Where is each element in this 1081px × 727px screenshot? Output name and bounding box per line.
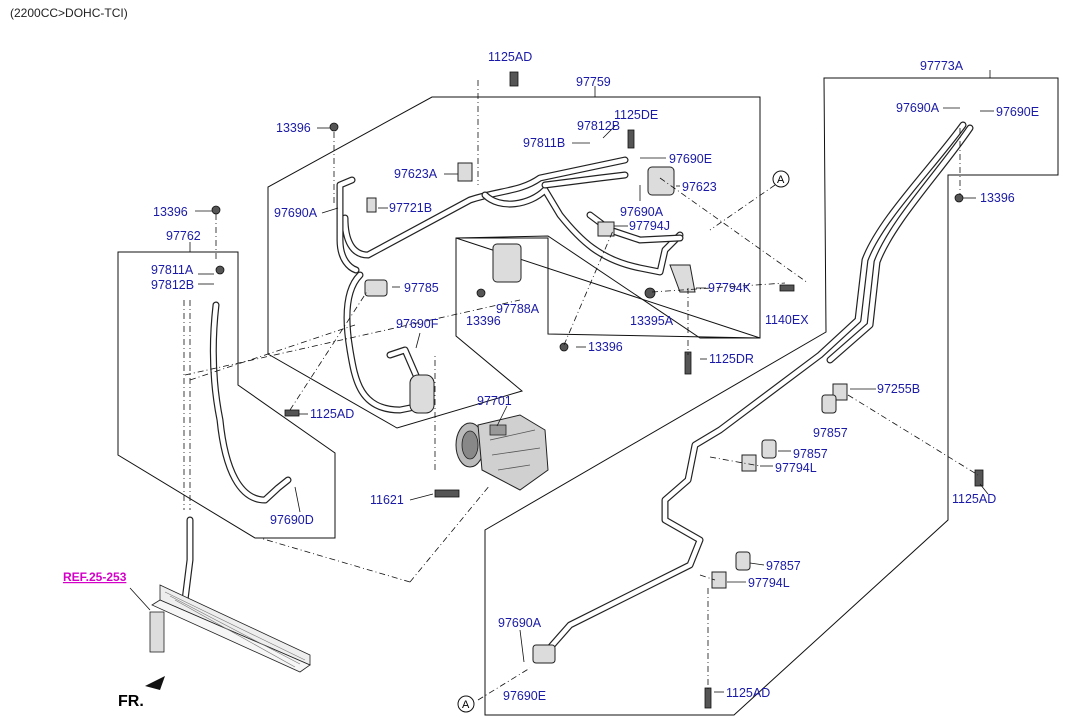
front-arrow-icon	[145, 676, 165, 690]
insulator-97857-c	[735, 551, 751, 571]
label-97690e-b[interactable]: 97690E	[669, 152, 712, 166]
clamp-97623a	[457, 162, 473, 182]
bracket-97794k	[669, 264, 696, 293]
bolt-1125ad-mid	[284, 409, 300, 417]
label-97811b-a[interactable]: 97811B	[523, 136, 565, 150]
fitting-97690a-d	[532, 644, 556, 664]
bolt-1140ex	[779, 284, 795, 292]
label-97690a-c[interactable]: 97690A	[620, 205, 664, 219]
valve-97785	[364, 279, 388, 297]
bolt-1125ad-top	[509, 71, 519, 87]
callout-circle-a-bottom	[457, 695, 475, 713]
bolt-1125ad-right	[974, 469, 984, 487]
label-97794k[interactable]: 97794K	[708, 281, 752, 295]
label-97812b-b[interactable]: 97812B	[151, 278, 194, 292]
label-97794l-b[interactable]: 97794L	[748, 576, 790, 590]
label-1125dr[interactable]: 1125DR	[709, 352, 754, 366]
muffler-97690f	[409, 374, 435, 414]
condenser	[149, 584, 311, 673]
label-1125ad-bot[interactable]: 1125AD	[726, 686, 770, 700]
box-97762	[117, 251, 336, 539]
label-1125ad-mid[interactable]: 1125AD	[310, 407, 354, 421]
label-13396-c[interactable]: 13396	[153, 205, 188, 219]
bracket-97788a	[492, 243, 522, 283]
label-97759[interactable]: 97759	[576, 75, 611, 89]
receiver-drier-97623	[647, 166, 675, 196]
label-1125ad-top[interactable]: 1125AD	[488, 50, 532, 64]
nut-13396-e	[559, 342, 569, 352]
ref-link-25-253[interactable]: REF.25-253	[63, 570, 127, 584]
bolt-1125ad-bot	[704, 687, 712, 709]
leader-lines	[129, 70, 994, 693]
sensor-97721b	[366, 197, 377, 213]
label-1125de[interactable]: 1125DE	[614, 108, 658, 122]
label-97812b-a[interactable]: 97812B	[577, 119, 620, 133]
label-97857-a[interactable]: 97857	[813, 426, 848, 440]
bolt-11621	[434, 489, 460, 498]
callout-a-top: A	[777, 174, 785, 186]
nut-13396-a	[329, 122, 339, 132]
label-97690f[interactable]: 97690F	[396, 317, 439, 331]
insulator-97857-b	[761, 439, 777, 459]
compressor-97701	[455, 414, 549, 491]
label-97788a[interactable]: 97788A	[496, 302, 540, 316]
label-13396-e[interactable]: 13396	[588, 340, 623, 354]
label-97690e-c[interactable]: 97690E	[503, 689, 546, 703]
box-97759	[267, 96, 761, 429]
label-97762[interactable]: 97762	[166, 229, 201, 243]
clamp-97794l-a	[741, 454, 757, 472]
label-97690e-a[interactable]: 97690E	[996, 105, 1039, 119]
nut-13396-b	[954, 193, 964, 203]
label-13396-d[interactable]: 13396	[466, 314, 501, 328]
label-13395a[interactable]: 13395A	[630, 314, 674, 328]
label-97857-c[interactable]: 97857	[766, 559, 801, 573]
hose-97759	[336, 156, 684, 414]
label-13396-a[interactable]: 13396	[276, 121, 311, 135]
engine-variant-title: (2200CC>DOHC-TCI)	[10, 6, 128, 20]
label-97773a[interactable]: 97773A	[920, 59, 964, 73]
bolt-1125de	[627, 129, 635, 149]
nut-13395a	[644, 287, 656, 299]
label-97721b[interactable]: 97721B	[389, 201, 432, 215]
label-97794j[interactable]: 97794J	[629, 219, 670, 233]
label-97811a[interactable]: 97811A	[151, 263, 194, 277]
insulator-97857-a	[821, 394, 837, 414]
front-label: FR.	[118, 693, 144, 710]
clamp-97255b	[832, 383, 848, 401]
label-97255b[interactable]: 97255B	[877, 382, 920, 396]
label-97857-b[interactable]: 97857	[793, 447, 828, 461]
clamp-97794l-b	[711, 571, 727, 589]
bolt-1125dr	[684, 351, 692, 375]
label-97785[interactable]: 97785	[404, 281, 439, 295]
phantom-lines	[183, 80, 979, 701]
callout-a-bottom: A	[462, 699, 470, 711]
label-97623a[interactable]: 97623A	[394, 167, 438, 181]
seal-97811a	[215, 265, 225, 275]
label-1125ad-right[interactable]: 1125AD	[952, 492, 996, 506]
nut-13396-d	[476, 288, 486, 298]
label-97690a-b[interactable]: 97690A	[274, 206, 318, 220]
callout-circle-a-top	[772, 170, 790, 188]
label-97690a-d[interactable]: 97690A	[498, 616, 542, 630]
label-11621[interactable]: 11621	[370, 493, 404, 507]
label-1140ex[interactable]: 1140EX	[765, 313, 809, 327]
label-13396-b[interactable]: 13396	[980, 191, 1015, 205]
box-97773a	[484, 77, 1059, 716]
label-97623[interactable]: 97623	[682, 180, 717, 194]
label-97690a-a[interactable]: 97690A	[896, 101, 940, 115]
nut-13396-c	[211, 205, 221, 215]
hose-97762	[181, 301, 292, 604]
label-97701[interactable]: 97701	[477, 394, 512, 408]
box-97788a	[455, 237, 761, 339]
label-97794l-a[interactable]: 97794L	[775, 461, 817, 475]
label-97690d[interactable]: 97690D	[270, 513, 314, 527]
hose-97773a	[544, 121, 974, 654]
